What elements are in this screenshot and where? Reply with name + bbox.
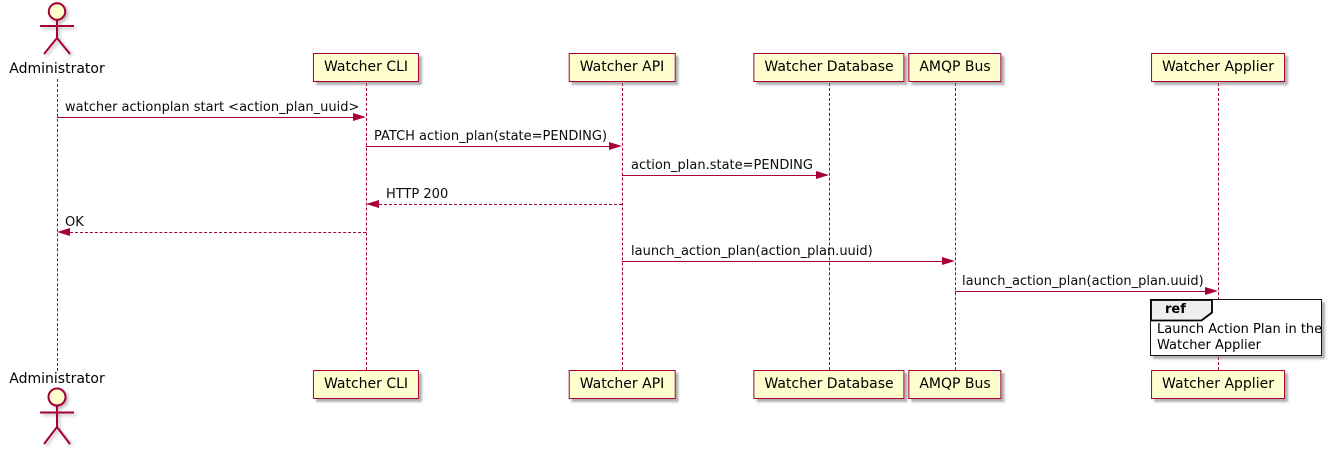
message-label: PATCH action_plan(state=PENDING): [374, 129, 608, 144]
ref-fragment: ref Launch Action Plan in the Watcher Ap…: [1150, 299, 1322, 356]
participant-watcher-cli-top: Watcher CLI: [312, 53, 420, 82]
arrowhead: [366, 200, 379, 208]
arrowhead: [353, 113, 366, 121]
message-label: OK: [65, 215, 84, 230]
participant-amqp-bus-top: AMQP Bus: [908, 53, 1002, 82]
arrowhead: [1205, 287, 1218, 295]
arrowhead: [609, 142, 622, 150]
message-line: [379, 204, 622, 205]
lifeline-administrator: [56, 79, 58, 371]
lifeline-watcher-api: [621, 83, 623, 370]
ref-text-line1: Launch Action Plan in the: [1157, 322, 1323, 337]
participant-watcher-api-bottom: Watcher API: [568, 370, 676, 399]
actor-label-bottom: Administrator: [9, 371, 105, 387]
message-label: launch_action_plan(action_plan.uuid): [631, 244, 873, 259]
arrowhead: [816, 171, 829, 179]
message-line: [366, 146, 610, 147]
participant-watcher-api-top: Watcher API: [568, 53, 676, 82]
message-label: watcher actionplan start <action_plan_uu…: [65, 100, 360, 115]
lifeline-amqp-bus: [954, 83, 956, 370]
ref-header-shape: [1150, 299, 1213, 322]
participant-watcher-database-bottom: Watcher Database: [753, 370, 905, 399]
participant-watcher-applier-top: Watcher Applier: [1151, 53, 1285, 82]
actor-icon: [40, 387, 74, 445]
message-label: HTTP 200: [386, 187, 449, 202]
participant-watcher-database-top: Watcher Database: [753, 53, 905, 82]
ref-keyword: ref: [1165, 302, 1186, 317]
participant-watcher-cli-bottom: Watcher CLI: [312, 370, 420, 399]
lifeline-watcher-database: [828, 83, 830, 370]
message-line: [622, 261, 943, 262]
participant-amqp-bus-bottom: AMQP Bus: [908, 370, 1002, 399]
lifeline-watcher-cli: [365, 83, 367, 370]
message-line: [70, 232, 366, 233]
lifeline-watcher-applier: [1217, 83, 1219, 370]
ref-text-line2: Watcher Applier: [1157, 338, 1261, 353]
actor-icon: [40, 2, 74, 55]
message-label: action_plan.state=PENDING: [631, 158, 813, 173]
participant-watcher-applier-bottom: Watcher Applier: [1151, 370, 1285, 399]
actor-label-top: Administrator: [9, 61, 105, 77]
message-label: launch_action_plan(action_plan.uuid): [962, 274, 1204, 289]
arrowhead: [57, 228, 70, 236]
message-line: [622, 175, 817, 176]
arrowhead: [942, 257, 955, 265]
message-line: [57, 117, 354, 118]
message-line: [955, 291, 1206, 292]
